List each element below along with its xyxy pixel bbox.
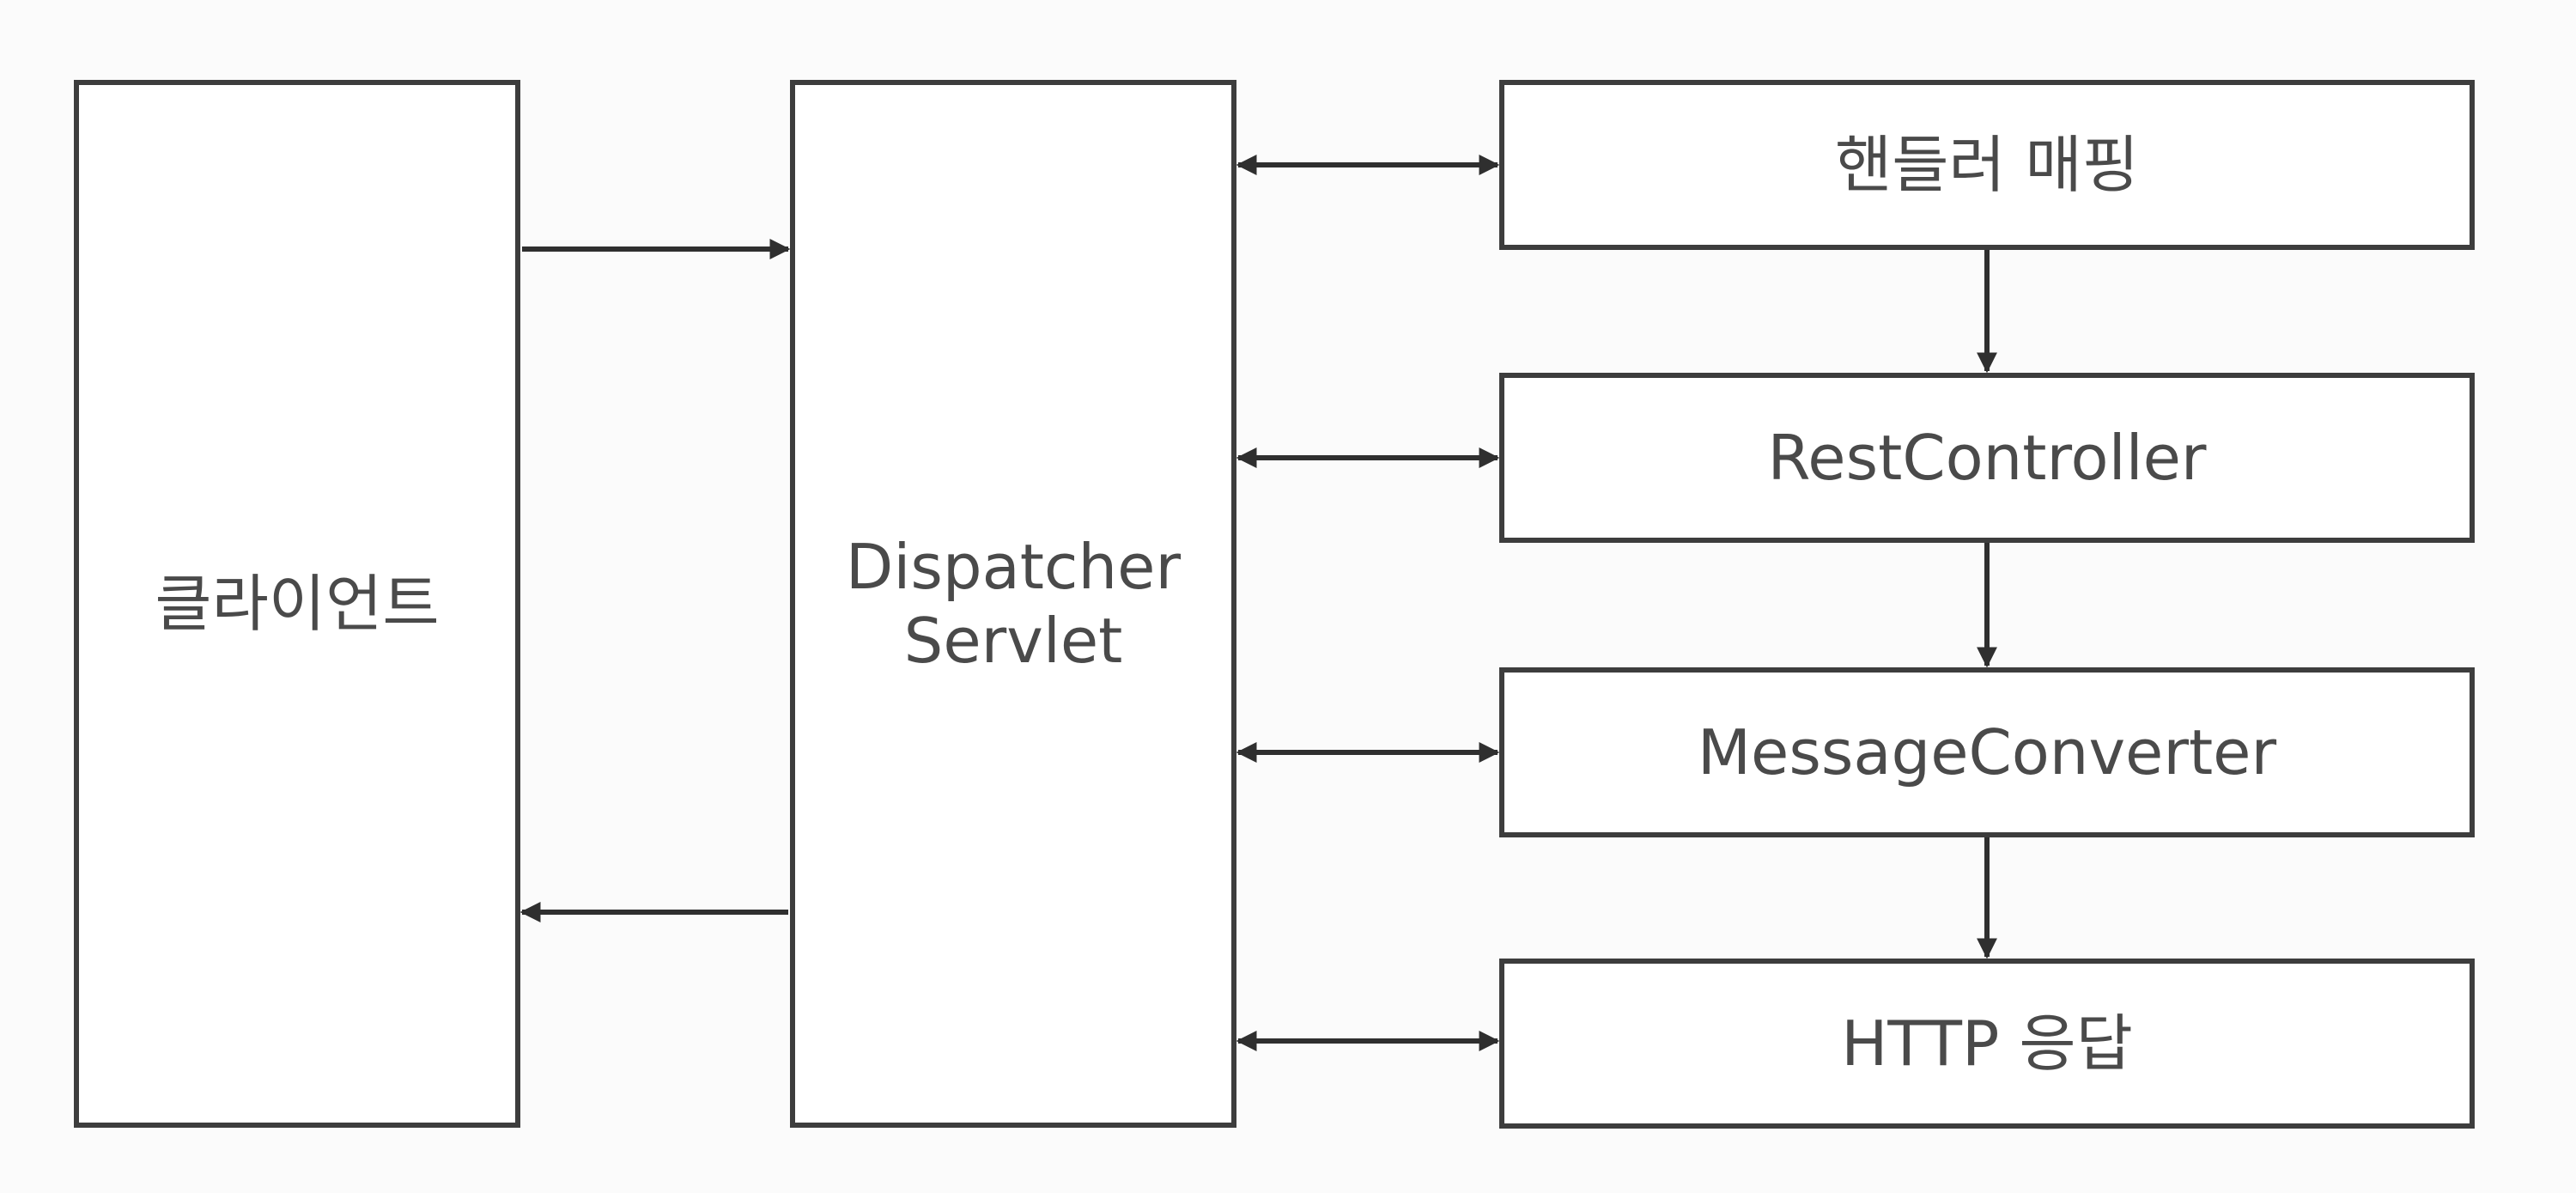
message-converter-label: MessageConverter [1697, 715, 2277, 788]
dispatcher-servlet-box: Dispatcher Servlet [790, 80, 1236, 1128]
client-label: 클라이언트 [155, 567, 440, 640]
dispatcher-label-line-2: Servlet [903, 605, 1123, 677]
handler-mapping-label: 핸들러 매핑 [1834, 128, 2140, 201]
message-converter-box: MessageConverter [1499, 667, 2475, 837]
http-response-box: HTTP 응답 [1499, 959, 2475, 1129]
dispatcher-label-line-1: Dispatcher [845, 530, 1182, 603]
client-box: 클라이언트 [74, 80, 520, 1128]
handler-mapping-box: 핸들러 매핑 [1499, 80, 2475, 250]
http-response-label: HTTP 응답 [1841, 1007, 2133, 1080]
dispatcher-servlet-label: Dispatcher Servlet [846, 530, 1181, 679]
rest-controller-label: RestController [1767, 421, 2207, 494]
rest-controller-box: RestController [1499, 373, 2475, 543]
